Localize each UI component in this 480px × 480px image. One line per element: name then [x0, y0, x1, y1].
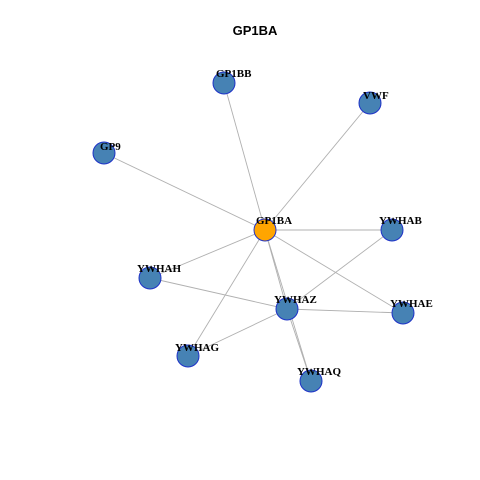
node-label-ywhag: YWHAG: [175, 342, 219, 354]
edge-ywhaz-ywhab: [286, 229, 393, 310]
node-label-ywhab: YWHAB: [379, 215, 422, 227]
node-ywhae[interactable]: [391, 301, 415, 325]
edge-ywhaz-ywhaq: [286, 308, 312, 382]
edge-gp1ba-gp9: [103, 152, 266, 231]
node-label-ywhaz: YWHAZ: [274, 294, 317, 306]
edges-layer: [103, 82, 404, 382]
node-ywhaq[interactable]: [299, 369, 323, 393]
node-vwf[interactable]: [358, 91, 382, 115]
node-gp1ba[interactable]: [253, 218, 277, 242]
node-ywhaz[interactable]: [275, 297, 299, 321]
node-gp9[interactable]: [92, 141, 116, 165]
edge-gp1ba-ywhag: [187, 229, 266, 357]
edge-gp1ba-gp1bb: [223, 82, 266, 231]
node-label-gp1ba: GP1BA: [256, 215, 292, 227]
edge-gp1ba-vwf: [264, 102, 371, 231]
edge-ywhaz-ywhae: [286, 308, 404, 314]
node-label-gp1bb: GP1BB: [216, 68, 252, 80]
node-label-ywhah: YWHAH: [137, 263, 181, 275]
edge-ywhaz-ywhag: [187, 308, 288, 357]
node-ywhah[interactable]: [138, 266, 162, 290]
node-label-gp9: GP9: [100, 141, 121, 153]
diagram-title: GP1BA: [233, 23, 278, 38]
edge-gp1ba-ywhae: [264, 229, 404, 314]
nodes-layer: [92, 71, 415, 393]
node-label-vwf: VWF: [363, 90, 389, 102]
edge-gp1ba-ywhah: [149, 229, 266, 279]
edge-ywhaz-ywhah: [149, 277, 288, 310]
node-label-ywhae: YWHAE: [390, 298, 433, 310]
node-ywhab[interactable]: [380, 218, 404, 242]
node-gp1bb[interactable]: [212, 71, 236, 95]
node-ywhag[interactable]: [176, 344, 200, 368]
node-label-ywhaq: YWHAQ: [297, 366, 341, 378]
